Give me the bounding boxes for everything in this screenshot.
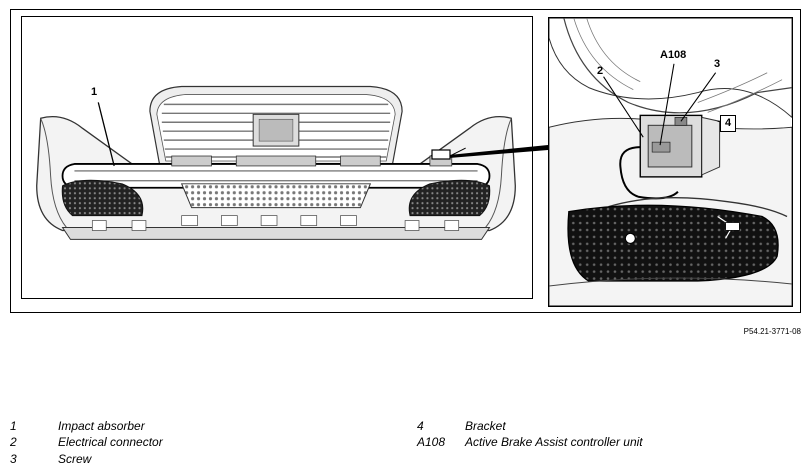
callout-4: 4 — [720, 115, 737, 132]
callout-2: 2 — [597, 65, 604, 77]
legend-label: Impact absorber — [58, 419, 145, 433]
callout-1: 1 — [91, 86, 98, 98]
legend-label: Bracket — [465, 419, 506, 433]
legend-key: 3 — [10, 452, 17, 466]
legend-key: 1 — [10, 419, 17, 433]
legend-key: A108 — [417, 435, 446, 449]
callout-a108: A108 — [660, 49, 687, 61]
bumper-overview-illustration — [21, 16, 533, 299]
controller-detail-illustration — [548, 17, 793, 307]
legend-label: Active Brake Assist controller unit — [465, 435, 643, 449]
legend-key: 4 — [417, 419, 424, 433]
legend-key: 2 — [10, 435, 17, 449]
legend-label: Screw — [58, 452, 92, 466]
figure-reference-code: P54.21-3771-08 — [743, 327, 801, 336]
legend-label: Electrical connector — [58, 435, 163, 449]
callout-3: 3 — [714, 58, 721, 70]
